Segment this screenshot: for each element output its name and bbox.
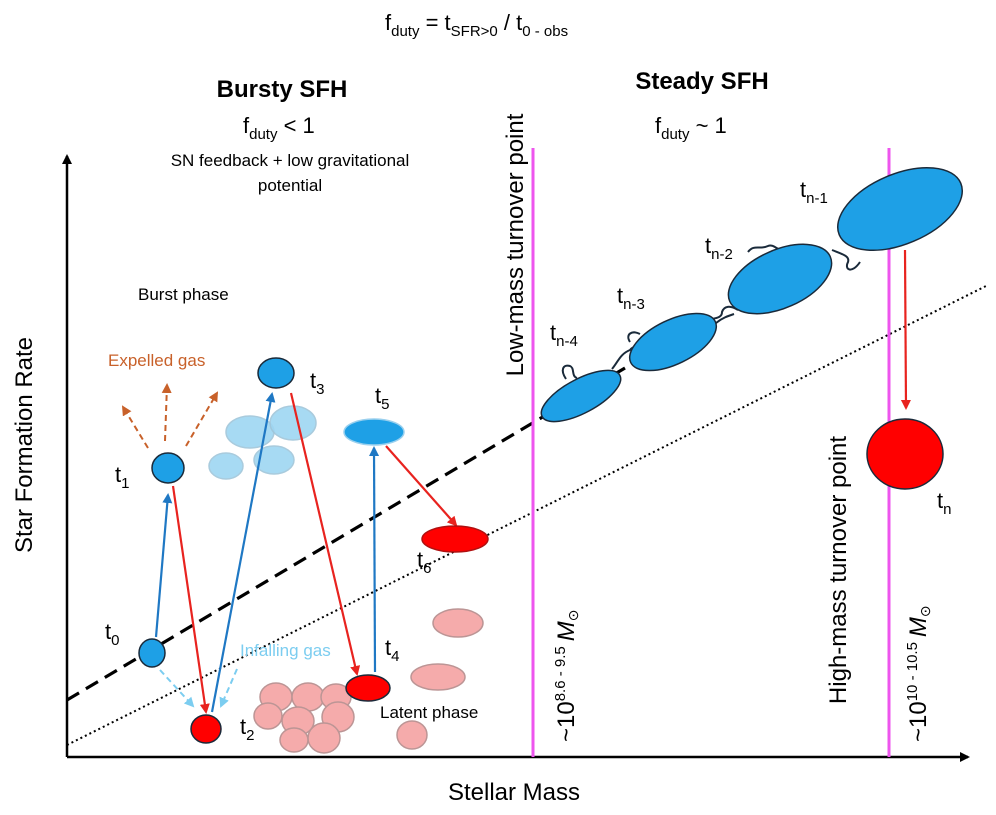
- high-mass-turnover-label: High-mass turnover point: [825, 436, 852, 704]
- galaxy-t0: [138, 638, 166, 668]
- expelled-gas-arrows: [121, 383, 219, 449]
- label-t6: t6: [417, 547, 431, 577]
- x-axis-label: Stellar Mass: [448, 779, 580, 806]
- burst-phase-label: Burst phase: [138, 285, 229, 304]
- label-tn1: tn-1: [800, 177, 828, 207]
- galaxy-t2: [190, 714, 222, 744]
- feedback-desc-line1: SN feedback + low gravitational: [171, 151, 410, 170]
- y-axis-label: Star Formation Rate: [11, 337, 38, 553]
- galaxy-t4: [345, 674, 391, 702]
- faded-red-clouds: [253, 608, 484, 754]
- duty-cycle-formula: fduty = tSFR>0 / t0 - obs: [385, 10, 568, 40]
- label-t1: t1: [115, 462, 129, 492]
- galaxy-tn2: [727, 243, 833, 315]
- quench-arrows: [171, 249, 911, 714]
- galaxy-t5: [343, 418, 405, 446]
- expelled-gas-label: Expelled gas: [108, 351, 205, 370]
- feedback-desc-line2: potential: [258, 176, 322, 195]
- label-tn: tn: [937, 488, 951, 518]
- label-t3: t3: [310, 368, 324, 398]
- label-t2: t2: [240, 714, 254, 744]
- bursty-fduty: fduty < 1: [243, 113, 315, 143]
- low-mass-turnover-label: Low-mass turnover point: [502, 113, 529, 376]
- label-tn4: tn-4: [550, 320, 578, 350]
- bursty-sfh-title: Bursty SFH: [217, 76, 348, 103]
- low-mass-range: ~108.6 - 9.5M⊙: [552, 610, 581, 743]
- label-tn2: tn-2: [705, 233, 733, 263]
- galaxy-t3: [257, 357, 295, 389]
- sf-arrows: [154, 392, 380, 713]
- label-t4: t4: [385, 635, 399, 665]
- infalling-gas-label: Infalling gas: [240, 641, 331, 660]
- high-mass-range: ~1010 - 10.5M⊙: [904, 605, 933, 742]
- galaxy-chain-tethers: [561, 219, 861, 380]
- galaxy-tn: [866, 418, 944, 490]
- steady-fduty: fduty ~ 1: [655, 113, 727, 143]
- label-t5: t5: [375, 383, 389, 413]
- label-t0: t0: [105, 619, 119, 649]
- galaxy-t1: [151, 452, 185, 484]
- latent-phase-label: Latent phase: [380, 703, 478, 722]
- infalling-gas-arrows: [159, 668, 238, 708]
- galaxy-tn4: [540, 369, 622, 423]
- steady-sfh-title: Steady SFH: [635, 68, 768, 95]
- faded-blue-clouds: [208, 405, 317, 480]
- galaxy-t6: [421, 525, 489, 553]
- label-tn3: tn-3: [617, 283, 645, 313]
- galaxy-tn1: [836, 166, 964, 252]
- galaxy-tn3: [628, 312, 718, 372]
